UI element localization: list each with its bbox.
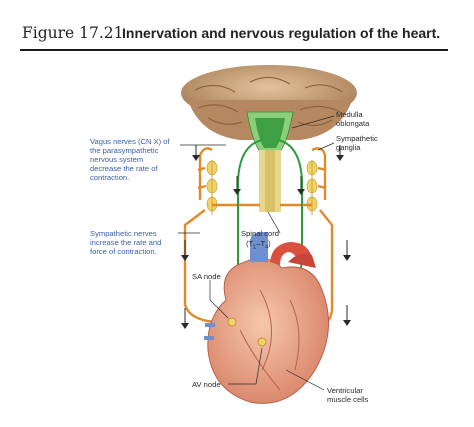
av-node-marker xyxy=(257,337,267,347)
sympathetic-ganglia-left xyxy=(206,160,218,215)
label-leader-lines xyxy=(178,115,335,391)
label-sympathetic-ganglia: Sympathetic ganglia xyxy=(336,134,378,152)
spinal-cord xyxy=(259,150,281,212)
label-spinal-segments: (T1–T4) xyxy=(246,239,271,251)
figure-header: Figure 17.21 Innervation and nervous reg… xyxy=(0,0,474,56)
header-rule xyxy=(20,49,448,51)
label-spinal-cord: Spinal cord xyxy=(241,229,279,238)
sympathetic-ganglia-right xyxy=(306,160,318,215)
label-ventricular-muscle-cells: Ventricular muscle cells xyxy=(327,386,369,404)
figure-title: Innervation and nervous regulation of th… xyxy=(122,25,441,41)
label-vagus-nerves: Vagus nerves (CN X) of the parasympathet… xyxy=(90,137,170,182)
label-sa-node: SA node xyxy=(192,272,221,281)
medulla-oblongata xyxy=(246,111,294,153)
heart-illustration xyxy=(204,232,330,404)
figure-number: Figure 17.21 xyxy=(22,24,124,42)
label-av-node: AV node xyxy=(192,380,221,389)
sa-node-marker xyxy=(227,317,237,327)
flow-arrows xyxy=(181,145,351,329)
label-medulla-oblongata: Medulla oblongata xyxy=(336,110,370,128)
label-sympathetic-nerves: Sympathetic nerves increase the rate and… xyxy=(90,229,162,256)
